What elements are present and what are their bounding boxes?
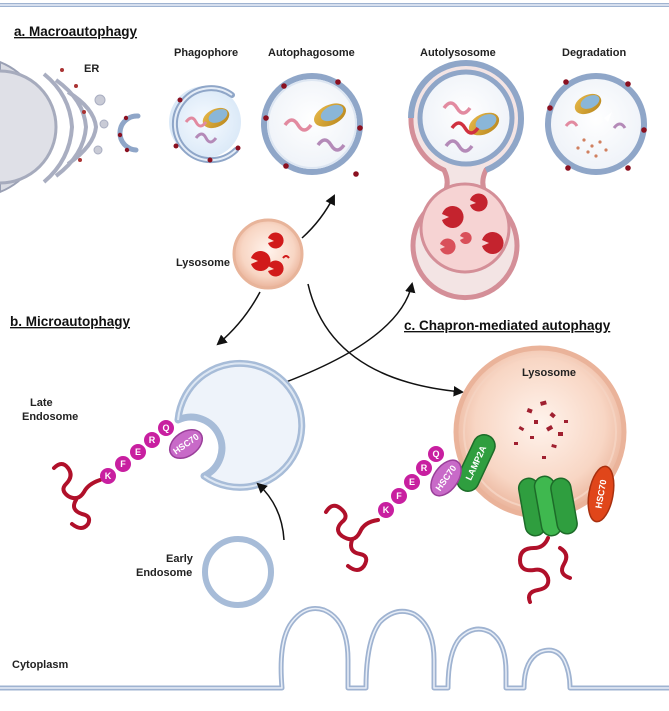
cma-hsc70: HSC70: [430, 459, 462, 497]
section-title-macroautophagy: a. Macroautophagy: [14, 24, 138, 39]
label-lysosome: Lysosome: [176, 257, 230, 269]
arrow-lysosome-to-autophagosome: [301, 194, 335, 239]
arrow-lysosome-to-late-endosome: [216, 291, 261, 346]
autolysosome: [408, 60, 525, 301]
micro-bead-f: F: [120, 459, 126, 469]
cma-substrate-out: [517, 536, 572, 604]
label-cytoplasm: Cytoplasm: [12, 659, 68, 671]
cma-motif-beads: K F E R Q: [378, 446, 444, 518]
cma-bead-r: R: [421, 463, 428, 473]
micro-bead-e: E: [135, 447, 141, 457]
lysosome-cma: [453, 345, 627, 519]
autophagosome: [261, 73, 363, 177]
section-title-cma: c. Chapron-mediated autophagy: [404, 318, 611, 333]
label-early-endosome-line1: Early: [166, 553, 194, 565]
section-title-microautophagy: b. Microautophagy: [10, 314, 130, 329]
phagophore-initial: [117, 113, 141, 153]
micro-motif-beads: K F E R Q: [100, 420, 174, 484]
plasma-membrane-bottom: [0, 606, 669, 691]
label-late-endosome-line2: Endosome: [22, 411, 78, 423]
cma-bead-k: K: [383, 505, 390, 515]
micro-bead-q: Q: [162, 423, 169, 433]
label-er: ER: [84, 63, 99, 75]
cma-bead-e: E: [409, 477, 415, 487]
early-endosome: [202, 536, 274, 608]
late-endosome: [174, 359, 306, 491]
label-lysosome-cma: Lysosome: [522, 367, 576, 379]
degradation-vesicle: [545, 73, 647, 175]
arrow-late-endosome-to-autolysosome: [277, 281, 416, 386]
label-autophagosome: Autophagosome: [268, 47, 355, 59]
label-late-endosome-line1: Late: [30, 397, 53, 409]
cma-substrate: [324, 503, 380, 572]
micro-bead-k: K: [105, 471, 112, 481]
lysosome-center: [232, 218, 304, 290]
hsc70-lysosomal: HSC70: [587, 465, 615, 523]
micro-bead-r: R: [149, 435, 156, 445]
er-nucleus: [0, 60, 109, 194]
label-early-endosome-line2: Endosome: [136, 567, 192, 579]
lamp2a-channel: [517, 475, 578, 537]
cma-bead-q: Q: [432, 449, 439, 459]
label-phagophore: Phagophore: [174, 47, 238, 59]
cma-bead-f: F: [396, 491, 402, 501]
micro-hsc70: HSC70: [168, 428, 204, 460]
hsc70-lysosomal-label: HSC70: [594, 479, 609, 509]
label-autolysosome: Autolysosome: [420, 47, 496, 59]
arrow-early-to-late-endosome: [256, 482, 285, 541]
label-degradation: Degradation: [562, 47, 626, 59]
arrow-lysosome-to-cma: [307, 283, 465, 397]
micro-substrate: [52, 462, 102, 530]
phagophore: [169, 85, 241, 164]
nucleus: [0, 69, 58, 185]
